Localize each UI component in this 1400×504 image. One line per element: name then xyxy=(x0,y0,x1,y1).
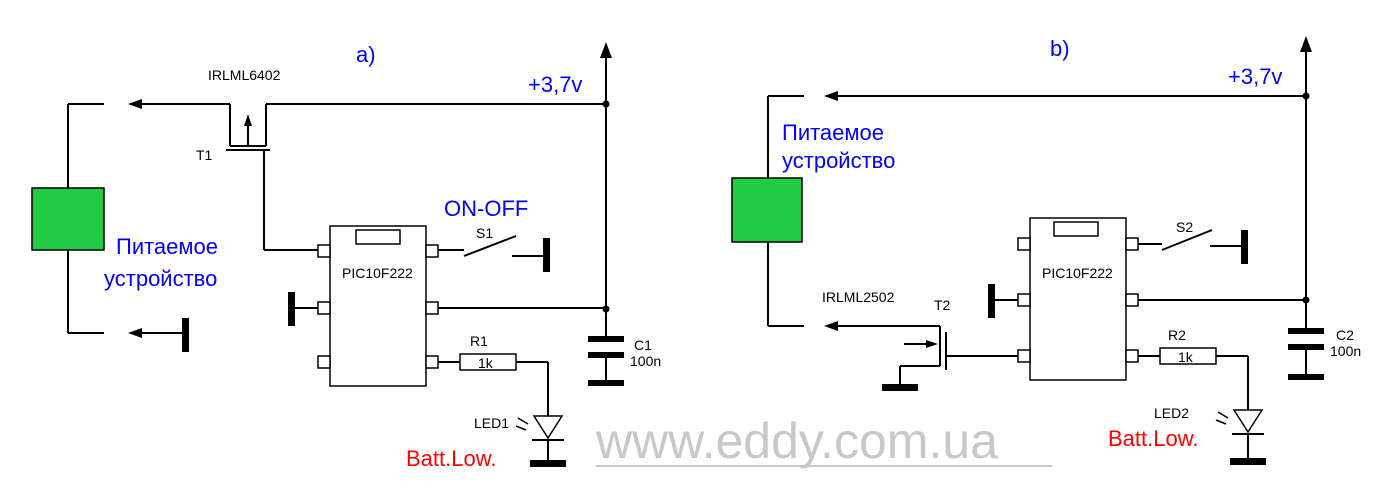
ground-symbol xyxy=(1288,374,1324,380)
circuit-a: C1 100n IRLML6402 T1 Питаемое устройство xyxy=(31,42,661,471)
led-icon xyxy=(532,415,564,440)
ic-label-a: PIC10F222 xyxy=(342,265,413,281)
watermark-text: www.eddy.com.ua xyxy=(595,413,998,469)
resistor-ref-a: R1 xyxy=(470,333,488,349)
supply-label-b: +3,7v xyxy=(1228,64,1282,89)
light-ray-icon xyxy=(1217,411,1229,419)
gate-arrow-icon xyxy=(926,340,938,348)
capacitor-ref-a: C1 xyxy=(634,337,652,353)
supply-label-a: +3,7v xyxy=(528,72,582,97)
ground-symbol xyxy=(588,380,624,386)
ground-symbol xyxy=(1241,230,1248,264)
ground-symbol xyxy=(988,284,995,318)
ic-label-b: PIC10F222 xyxy=(1042,265,1113,281)
chip-pin xyxy=(1017,237,1031,251)
chip-pin xyxy=(1125,349,1139,363)
capacitor-plate xyxy=(1288,328,1324,334)
ground-symbol xyxy=(882,384,918,391)
capacitor-value-a: 100n xyxy=(630,353,661,369)
capacitor-value-b: 100n xyxy=(1330,343,1361,359)
resistor-value-b: 1k xyxy=(1178,349,1194,365)
circuit-heading-b: b) xyxy=(1050,36,1070,61)
capacitor-plate xyxy=(588,336,624,342)
transistor-part-b: IRLML2502 xyxy=(822,289,895,305)
load-device-box xyxy=(31,187,105,251)
supply-arrow-b xyxy=(1300,36,1312,52)
switch-ref-a: S1 xyxy=(476,225,493,241)
output-arrow-icon xyxy=(128,99,142,109)
gate-arrow-icon xyxy=(244,114,252,126)
circuit-heading-a: a) xyxy=(356,42,376,67)
ground-symbol xyxy=(1230,458,1266,465)
switch-ref-b: S2 xyxy=(1176,219,1193,235)
microcontroller-chip xyxy=(1029,217,1127,381)
supply-arrow-a xyxy=(600,42,612,58)
load-label-line2-b: устройство xyxy=(782,148,895,173)
led-icon xyxy=(1232,409,1264,434)
capacitor-plate xyxy=(588,352,624,358)
switch-s1 xyxy=(463,235,517,257)
light-ray-icon xyxy=(517,417,529,425)
circuit-b: Питаемое устройство C2 100n IRLML2502 T2… xyxy=(731,36,1361,465)
chip-notch xyxy=(355,229,401,245)
chip-pin xyxy=(425,355,439,369)
led-caption-a: Batt.Low. xyxy=(406,446,497,471)
chip-pin xyxy=(1017,293,1031,307)
ground-symbol xyxy=(543,238,550,272)
chip-pin xyxy=(317,355,331,369)
transistor-ref-a: T1 xyxy=(196,147,213,163)
ground-symbol xyxy=(530,460,566,467)
led-ref-b: LED2 xyxy=(1154,405,1189,421)
switch-s2 xyxy=(1161,229,1213,251)
chip-pin xyxy=(425,244,439,258)
led-caption-b: Batt.Low. xyxy=(1108,426,1199,451)
led-ref-a: LED1 xyxy=(474,415,509,431)
output-arrow-icon xyxy=(824,321,838,331)
load-device-box xyxy=(731,177,803,243)
chip-pin xyxy=(1017,349,1031,363)
resistor-value-a: 1k xyxy=(478,355,494,371)
load-label-line2-a: устройство xyxy=(104,266,217,291)
chip-pin xyxy=(1125,293,1139,307)
output-arrow-icon xyxy=(824,91,838,101)
switch-caption-a: ON-OFF xyxy=(444,196,528,221)
chip-pin xyxy=(1125,237,1139,251)
microcontroller-chip xyxy=(329,225,427,387)
chip-pin xyxy=(425,301,439,315)
chip-pin xyxy=(317,244,331,258)
output-arrow-icon xyxy=(128,328,142,338)
capacitor-ref-b: C2 xyxy=(1336,327,1354,343)
transistor-ref-b: T2 xyxy=(934,297,951,313)
load-label-line1-a: Питаемое xyxy=(116,234,218,259)
ground-symbol xyxy=(288,292,295,326)
transistor-part-a: IRLML6402 xyxy=(208,67,281,83)
ground-symbol xyxy=(182,318,189,352)
chip-pin xyxy=(317,301,331,315)
load-label-line1-b: Питаемое xyxy=(782,120,884,145)
capacitor-plate xyxy=(1288,344,1324,350)
resistor-ref-b: R2 xyxy=(1168,327,1186,343)
chip-notch xyxy=(1053,221,1099,237)
